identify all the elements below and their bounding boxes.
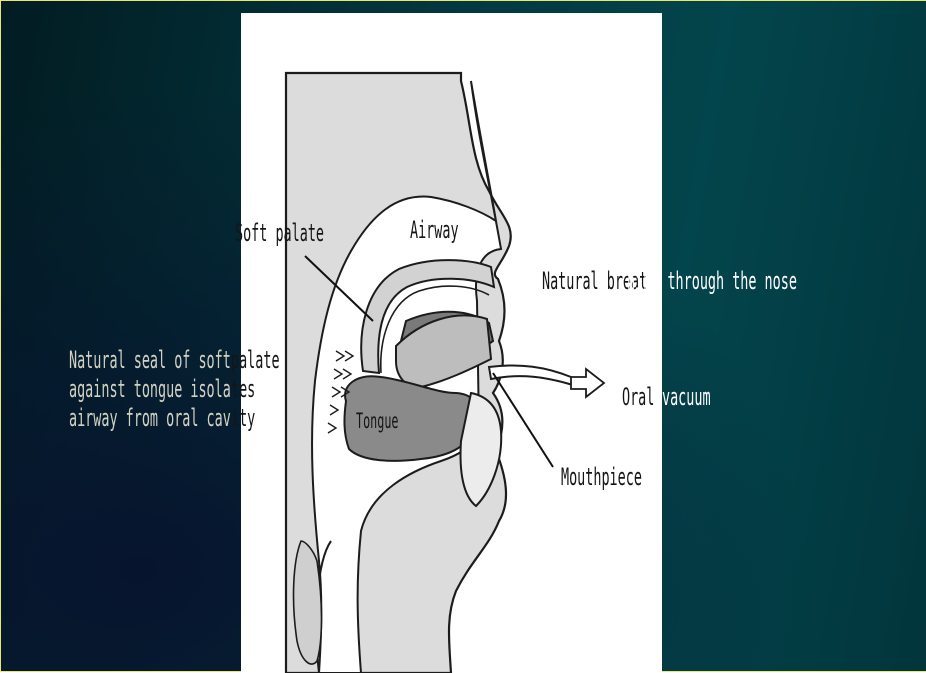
- label-soft-palate: Soft palate: [235, 221, 324, 245]
- label-natural-seal-off-panel: Natural seal of soft against tongue isol…: [69, 346, 231, 433]
- label-natural-breathing-off-panel: hing through the nose: [627, 269, 797, 293]
- label-oral-vacuum-on-panel: Oral: [622, 385, 654, 409]
- label-natural-seal-on-panel: palate tes ity: [231, 346, 280, 433]
- vacuum-arrow: [571, 369, 604, 397]
- label-mouthpiece: Mouthpiece: [561, 465, 642, 489]
- label-airway: Airway: [410, 218, 459, 242]
- vacuum-tube: [489, 365, 573, 385]
- label-oral-vacuum-off-panel: vacuum: [662, 385, 711, 409]
- label-tongue: Tongue: [356, 411, 398, 432]
- throat-detail: [294, 541, 322, 664]
